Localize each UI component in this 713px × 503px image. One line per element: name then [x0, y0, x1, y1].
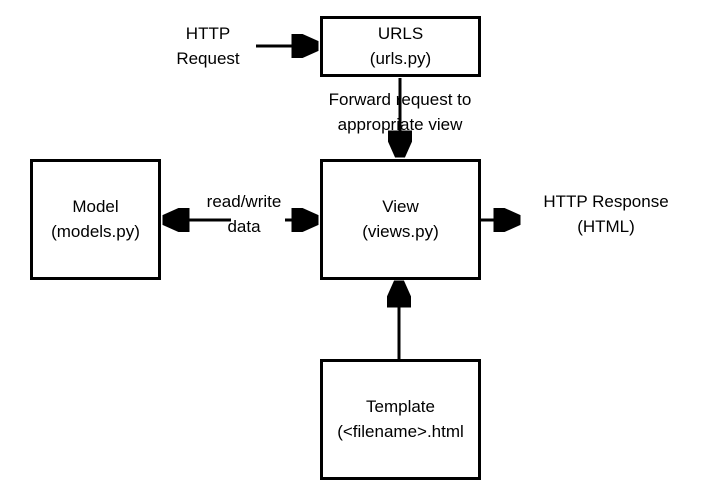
view-box-subtitle: (views.py)	[362, 221, 439, 241]
forward-request-label-line1: Forward request to	[328, 90, 472, 109]
read-write-data-label: read/write data	[198, 190, 290, 239]
forward-request-label-line2: appropriate view	[337, 114, 463, 134]
view-box-title: View	[382, 196, 419, 216]
urls-box-title: URLS	[377, 23, 424, 43]
model-box[interactable]: Model (models.py)	[30, 159, 161, 280]
template-box-title: Template	[366, 396, 435, 416]
http-response-label-line2: (HTML)	[577, 216, 635, 236]
read-write-data-label-line1: read/write	[206, 192, 282, 211]
template-box-subtitle: (<filename>.html	[337, 421, 464, 441]
http-response-label: HTTP Response (HTML)	[528, 190, 684, 239]
http-response-label-line1: HTTP Response	[543, 192, 669, 211]
read-write-data-label-line2: data	[227, 216, 261, 236]
urls-box-subtitle: (urls.py)	[369, 48, 432, 68]
urls-box[interactable]: URLS (urls.py)	[320, 16, 481, 77]
http-request-label-line2: Request	[176, 48, 240, 68]
view-box[interactable]: View (views.py)	[320, 159, 481, 280]
model-box-title: Model	[72, 196, 119, 216]
http-request-label: HTTP Request	[160, 22, 256, 71]
template-box[interactable]: Template (<filename>.html	[320, 359, 481, 480]
forward-request-label: Forward request to appropriate view	[315, 88, 485, 137]
model-box-subtitle: (models.py)	[51, 221, 140, 241]
http-request-label-line1: HTTP	[185, 24, 231, 43]
